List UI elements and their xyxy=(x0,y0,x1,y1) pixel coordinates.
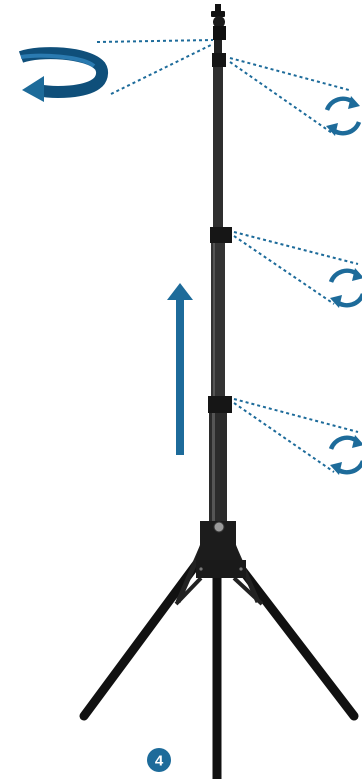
twist-lock-callout-1 xyxy=(229,57,362,136)
leg-collar xyxy=(196,560,246,578)
step-number-badge: 4 xyxy=(147,748,171,772)
callout-line xyxy=(233,235,335,305)
center-pole xyxy=(209,36,227,576)
callout-line xyxy=(233,402,335,473)
tripod-leg-left xyxy=(79,557,203,721)
step-number: 4 xyxy=(155,753,164,770)
leg-hub xyxy=(195,521,246,578)
collar-rivet xyxy=(239,567,243,571)
ball-head-mount xyxy=(211,4,226,40)
mount-screw xyxy=(215,4,221,12)
pole-highlight xyxy=(212,408,215,574)
lock-clamp-3 xyxy=(208,396,232,413)
collar-rivet xyxy=(199,567,203,571)
twist-lock-callout-2 xyxy=(233,231,362,308)
pole-highlight xyxy=(213,238,215,406)
rotate-arrow-icon xyxy=(18,47,109,102)
callout-line xyxy=(110,43,214,95)
rotate-indicator xyxy=(18,39,214,102)
lock-clamp-2 xyxy=(210,227,232,243)
extend-up-arrow-icon xyxy=(167,283,193,455)
twist-lock-icon xyxy=(324,96,362,136)
callout-line xyxy=(96,39,214,43)
leg-yoke xyxy=(195,521,241,560)
mount-plate xyxy=(211,11,225,17)
twist-lock-callout-3 xyxy=(233,398,362,475)
callout-line xyxy=(229,61,333,134)
pole-section-upper xyxy=(213,60,223,238)
pole-top-tube xyxy=(214,36,222,62)
twist-lock-icon xyxy=(328,268,362,308)
lock-clamp-1 xyxy=(212,53,226,67)
mount-ball xyxy=(213,16,225,28)
mount-base xyxy=(213,26,226,40)
callout-line xyxy=(233,231,359,265)
lock-clamps xyxy=(208,53,232,413)
callout-line xyxy=(229,57,350,91)
tripod-leg-right xyxy=(231,557,359,721)
callout-line xyxy=(233,398,359,433)
twist-lock-icon xyxy=(328,435,362,475)
yoke-knob xyxy=(213,521,225,533)
